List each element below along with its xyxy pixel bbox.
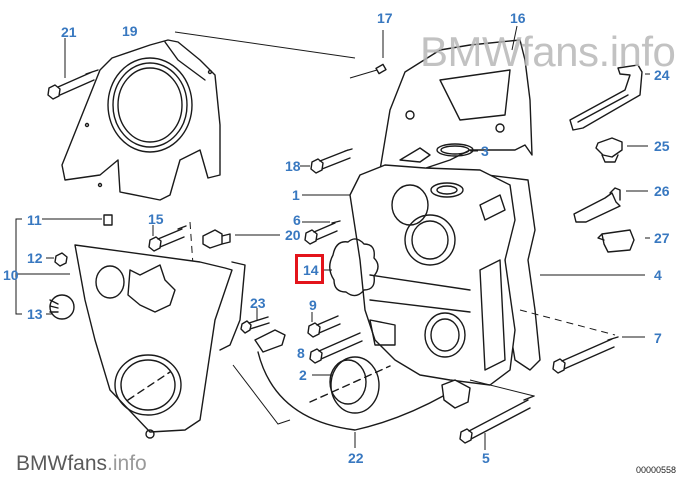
callout-13[interactable]: 13 [27, 306, 43, 322]
callout-27[interactable]: 27 [654, 230, 670, 246]
callout-9[interactable]: 9 [309, 297, 317, 313]
part-20-sensor[interactable] [202, 229, 231, 249]
callout-15[interactable]: 15 [148, 211, 164, 227]
watermark-suffix: .info [107, 452, 147, 475]
callout-24[interactable]: 24 [654, 67, 670, 83]
part-17-dowel-pin[interactable] [375, 63, 387, 75]
part-13-cap[interactable] [49, 294, 75, 320]
callout-20[interactable]: 20 [285, 227, 301, 243]
callout-26[interactable]: 26 [654, 183, 670, 199]
part-10-lower-timing-cover[interactable] [74, 244, 246, 439]
part-18-bolt[interactable] [310, 148, 353, 174]
highlight-box [295, 254, 324, 284]
part-23-bolt[interactable] [240, 316, 270, 334]
callout-21[interactable]: 21 [61, 24, 77, 40]
part-9-bolt[interactable] [307, 315, 341, 338]
callout-10[interactable]: 10 [3, 267, 19, 283]
part-5-bolt[interactable] [459, 395, 535, 444]
callout-3[interactable]: 3 [481, 143, 489, 159]
leader-19-17 [174, 31, 356, 59]
part-15-bolt[interactable] [148, 225, 187, 252]
part-3-o-ring[interactable] [436, 143, 474, 157]
callout-17[interactable]: 17 [377, 10, 393, 26]
watermark-logo[interactable]: BMWfans.info [16, 452, 147, 476]
callout-1[interactable]: 1 [292, 187, 300, 203]
part-25-clip[interactable] [595, 137, 623, 163]
part-22-sensor-cable[interactable] [254, 329, 471, 431]
callout-18[interactable]: 18 [285, 158, 301, 174]
callout-2[interactable]: 2 [299, 367, 307, 383]
callout-8[interactable]: 8 [297, 345, 305, 361]
part-14-gasket[interactable] [329, 238, 379, 297]
callout-7[interactable]: 7 [654, 330, 662, 346]
callout-16[interactable]: 16 [510, 10, 526, 26]
watermark-top: BMWfans.info [420, 28, 676, 75]
callout-4[interactable]: 4 [654, 267, 662, 283]
part-27-clip[interactable] [597, 229, 635, 253]
callout-23[interactable]: 23 [250, 295, 266, 311]
part-24-guide-rail[interactable] [569, 64, 643, 131]
part-1-timing-case[interactable] [349, 164, 516, 386]
part-21-bolt[interactable] [47, 69, 99, 100]
part-12-nut[interactable] [54, 252, 68, 267]
callout-19[interactable]: 19 [122, 23, 138, 39]
part-20-bolt[interactable] [304, 220, 341, 245]
part-2-seal-ring[interactable] [309, 356, 391, 414]
callout-12[interactable]: 12 [27, 250, 43, 266]
part-11-nut[interactable] [103, 214, 113, 226]
callout-11[interactable]: 11 [27, 212, 42, 228]
callout-22[interactable]: 22 [348, 450, 364, 466]
callout-25[interactable]: 25 [654, 138, 670, 154]
part-26-bracket[interactable] [573, 187, 621, 223]
callout-14[interactable]: 14 [303, 262, 319, 278]
callout-5[interactable]: 5 [482, 450, 490, 466]
callout-6[interactable]: 6 [293, 212, 301, 228]
part-8-bolt[interactable] [309, 332, 363, 364]
drawing-code: 00000558 [636, 465, 677, 475]
part-19-upper-cover[interactable] [61, 39, 221, 201]
bracket-10 [15, 218, 70, 315]
part-7-bolt[interactable] [552, 336, 619, 374]
watermark-brand: BMWfans [16, 452, 108, 475]
